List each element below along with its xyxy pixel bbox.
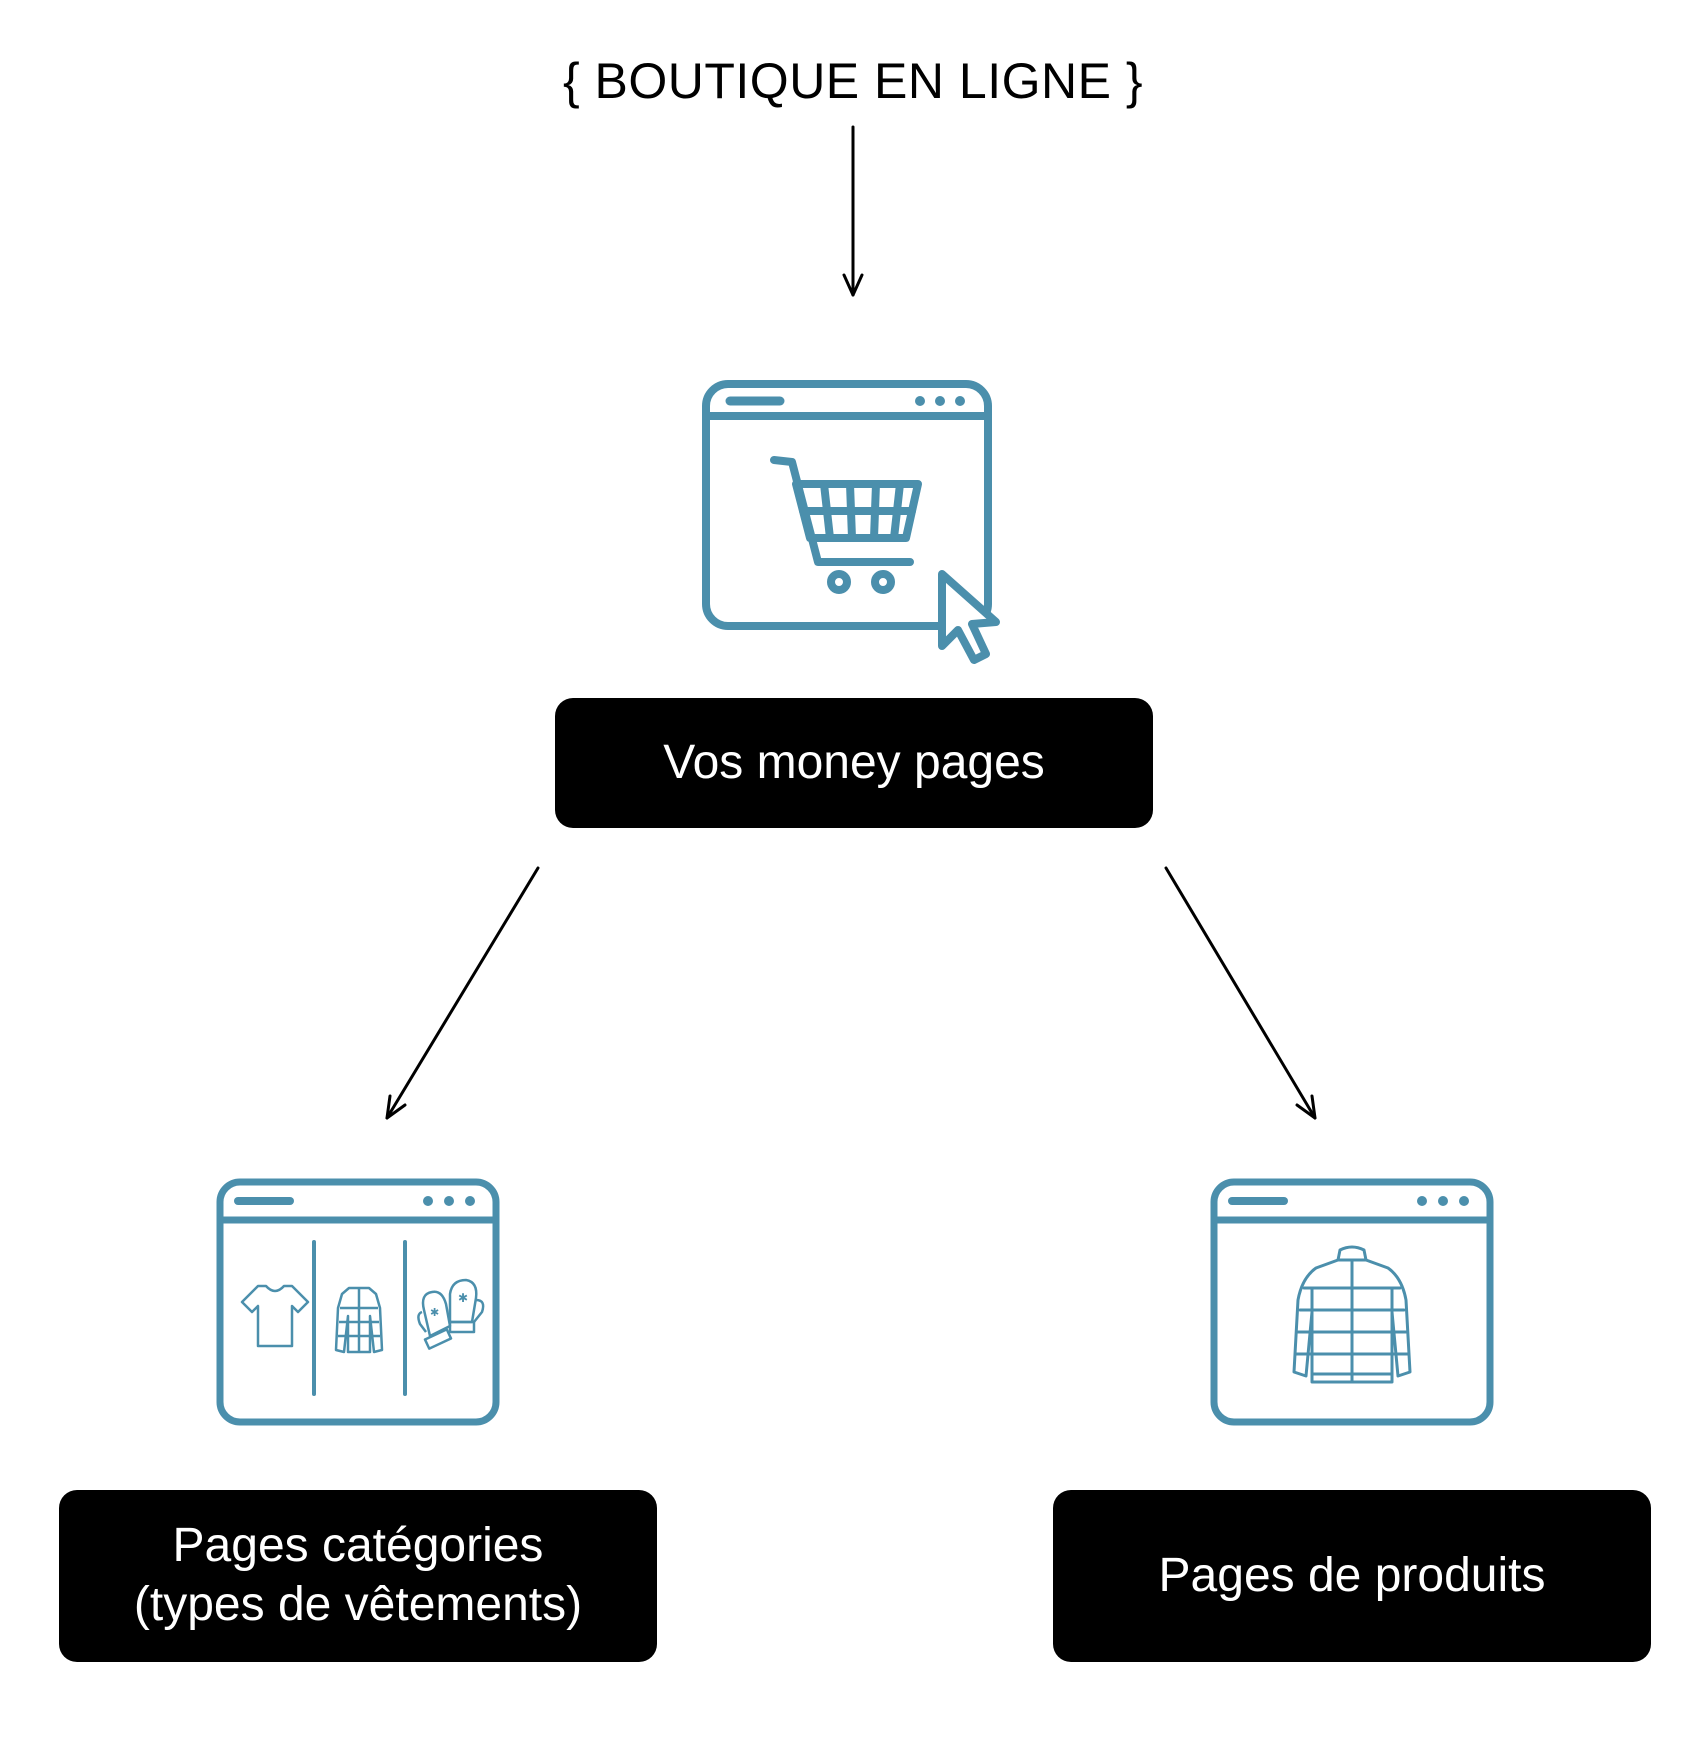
- product-pages-box: Pages de produits: [1053, 1490, 1651, 1662]
- shopping-cart-browser-icon: [702, 380, 1000, 664]
- t-shirt-icon: [240, 1284, 310, 1348]
- puffer-jacket-icon: [1292, 1245, 1412, 1384]
- mittens-icon: ✱ ✱: [417, 1278, 485, 1350]
- arrow-money-to-categories: [385, 866, 540, 1120]
- product-pages-label: Pages de produits: [1158, 1548, 1546, 1602]
- category-pages-label-line2: (types de vêtements): [133, 1578, 583, 1631]
- arrow-title-to-money-pages: [842, 125, 864, 297]
- money-pages-label: Vos money pages: [663, 735, 1045, 789]
- svg-text:✱: ✱: [430, 1306, 439, 1319]
- jacket-product-browser-icon: [1210, 1178, 1494, 1426]
- category-pages-box: Pages catégories (types de vêtements): [59, 1490, 657, 1662]
- puffer-jacket-icon: [334, 1286, 384, 1354]
- svg-text:✱: ✱: [458, 1291, 468, 1305]
- diagram-title: { BOUTIQUE EN LIGNE }: [562, 53, 1144, 109]
- category-pages-label-line1: Pages catégories: [172, 1519, 544, 1573]
- arrow-money-to-products: [1164, 866, 1317, 1120]
- money-pages-box: Vos money pages: [555, 698, 1153, 828]
- clothing-categories-browser-icon: ✱ ✱: [216, 1178, 500, 1426]
